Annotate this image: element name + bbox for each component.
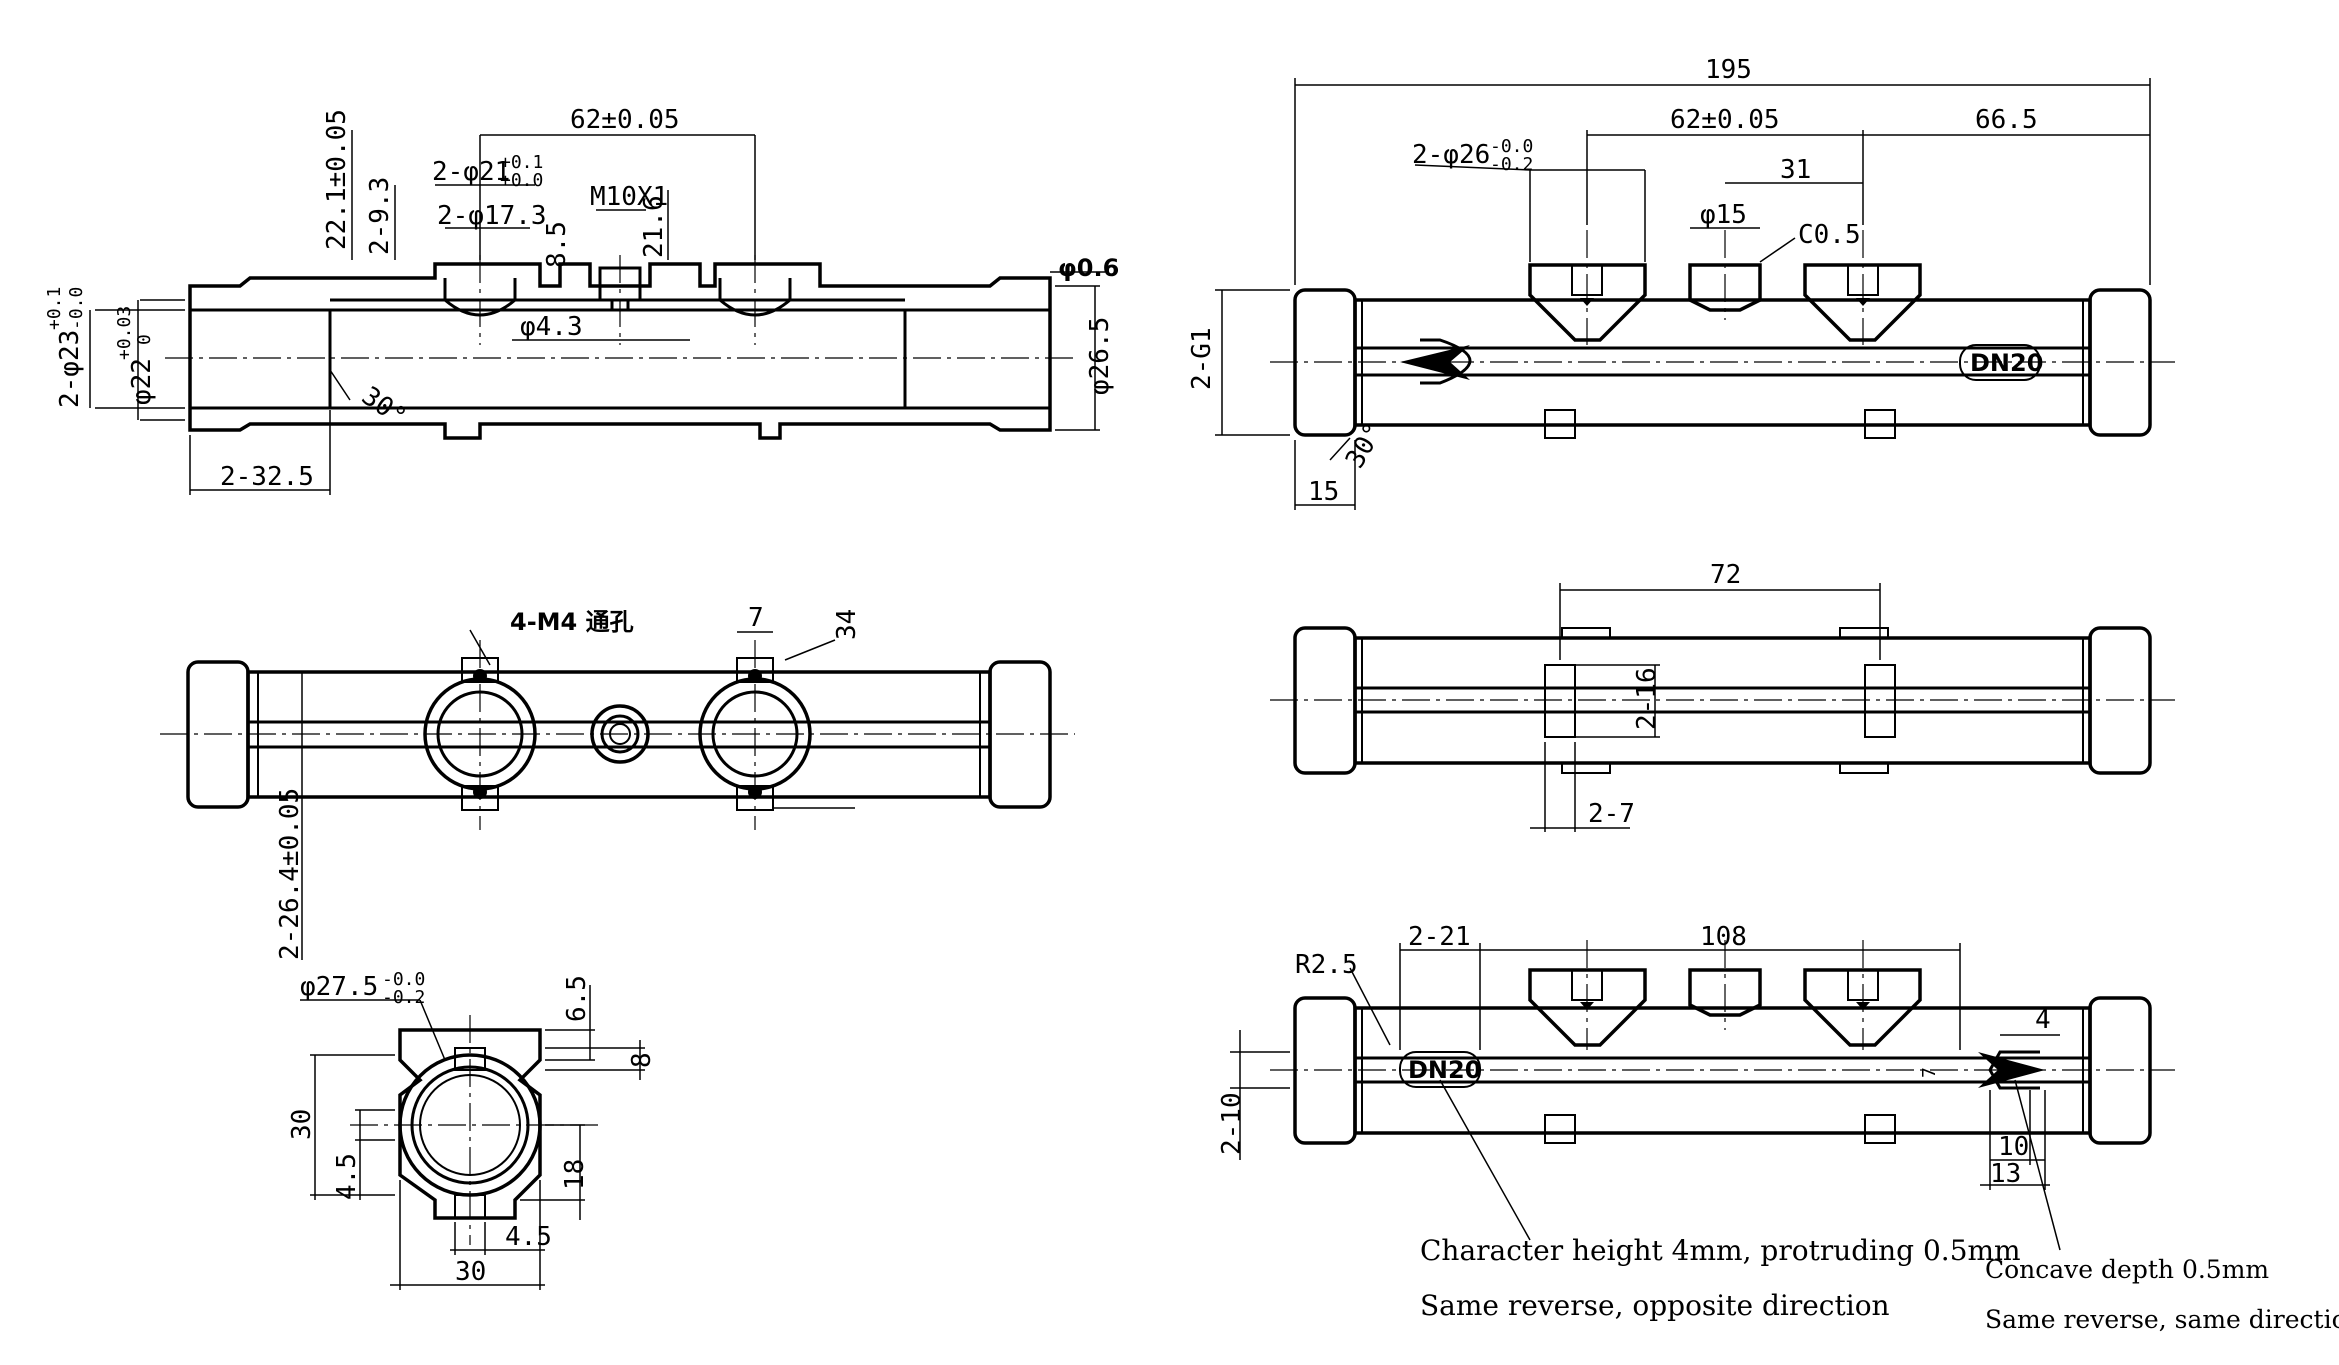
dim-thread-g-label: 2-G1 — [1187, 327, 1217, 390]
dim-16-label: 2-16 — [1632, 667, 1662, 730]
side-dim-r-label: R2.5 — [1295, 950, 1358, 980]
side-dim-7-label: 7 — [1919, 1067, 1940, 1078]
dim-15-label: 15 — [1308, 477, 1339, 507]
arrow-frame-left — [1420, 338, 1472, 385]
dn-label: DN20 — [1970, 349, 2043, 377]
tab-right — [1864, 409, 1896, 439]
side-dim-2-21-label: 2-21 — [1408, 922, 1471, 952]
dim-22-1-label: 22.1±0.05 — [322, 109, 352, 250]
dim-id-22-label: φ22 — [127, 358, 157, 405]
plan-dim-34-label: 34 — [832, 609, 862, 640]
dim-chamfer-label: C0.5 — [1798, 220, 1861, 250]
end-dim-dia-label: φ27.5 — [300, 972, 378, 1002]
svg-text:-0.0: -0.0 — [66, 287, 87, 330]
end-dim-18-label: 18 — [560, 1159, 590, 1190]
bottom-view: 72 2-16 2-7 — [1270, 560, 2175, 832]
side-cup-right — [1803, 968, 1922, 1047]
svg-text:-0.2: -0.2 — [382, 987, 425, 1008]
bottom-block-right — [1864, 664, 1896, 738]
dim-15dia-label: φ15 — [1700, 200, 1747, 230]
end-dim-30v-label: 30 — [287, 1109, 317, 1140]
note-same-direction: Same reverse, same direction — [1985, 1305, 2339, 1334]
dim-spacing-label: 62±0.05 — [1670, 105, 1780, 135]
top-view: DN20 195 62±0.05 66.5 2-φ26 -0.0 -0.2 31… — [1187, 55, 2175, 510]
svg-text:-0.0: -0.0 — [1490, 136, 1533, 157]
dim-thread-label: M10X1 — [590, 182, 668, 212]
dim-holes-label: 4-M4 通孔 — [510, 608, 634, 636]
dim-31-label: 31 — [1780, 155, 1811, 185]
flow-arrow-left-icon — [1400, 345, 1470, 380]
dim-72-label: 72 — [1710, 560, 1741, 590]
bottom-block-left — [1544, 664, 1576, 738]
end-dim-8-label: 8 — [627, 1052, 657, 1068]
dim-outer-label: φ26.5 — [1085, 317, 1115, 395]
plan-view: 4-M4 通孔 7 34 2-26.4±0.05 — [160, 603, 1075, 960]
pipe-outline — [188, 262, 1052, 440]
side-dim-4-label: 4 — [2035, 1005, 2051, 1035]
svg-text:+0.1: +0.1 — [44, 287, 65, 330]
dim-21-6-label: 21.6 — [639, 195, 669, 258]
dim-bore-21-label: 2-φ21 — [432, 157, 510, 187]
note-opposite-direction: Same reverse, opposite direction — [1420, 1289, 1890, 1322]
dim-total-label: 195 — [1705, 55, 1752, 85]
plan-dim-26-4-label: 2-26.4±0.05 — [275, 788, 305, 960]
svg-text:+0.0: +0.0 — [500, 170, 543, 191]
end-dim-6-5-label: 6.5 — [562, 975, 592, 1022]
end-dim-30h-label: 30 — [455, 1257, 486, 1287]
section-view: 30° 62±0.05 22.1±0.05 2-9.3 2-φ21 +0.1 +… — [44, 105, 1119, 495]
chamfer-line — [329, 369, 351, 401]
dim-hole-label: φ4.3 — [520, 312, 583, 342]
side-cup-mid — [1688, 968, 1762, 1017]
svg-text:0: 0 — [134, 334, 155, 345]
dim-chamfer-end-label: φ0.6 — [1058, 254, 1119, 282]
svg-text:-0.0: -0.0 — [382, 969, 425, 990]
top-cup-left — [1528, 263, 1647, 342]
dim-9-3-label: 2-9.3 — [365, 177, 395, 255]
side-cup-left — [1528, 968, 1647, 1047]
dim-2-7-label: 2-7 — [1588, 799, 1635, 829]
tab-left — [1544, 409, 1576, 439]
plan-dim-7-label: 7 — [748, 603, 764, 633]
dim-8-5-label: 8.5 — [542, 221, 572, 268]
dim-od-23-label: 2-φ23 — [55, 330, 85, 408]
side-dim-13-label: 13 — [1990, 1159, 2021, 1189]
svg-text:-0.2: -0.2 — [1490, 154, 1533, 175]
end-dim-4-5v-label: 4.5 — [332, 1153, 362, 1200]
dim-socket-depth-label: 2-32.5 — [220, 462, 314, 492]
dim-62-label: 62±0.05 — [570, 105, 680, 135]
end-view: φ27.5 -0.0 -0.2 6.5 8 30 4.5 18 4.5 30 — [287, 969, 657, 1290]
dim-right-label: 66.5 — [1975, 105, 2038, 135]
top-cup-mid — [1688, 263, 1762, 312]
side-dim-10-label: 10 — [1998, 1132, 2029, 1162]
side-dim-2-10-label: 2-10 — [1217, 1092, 1247, 1155]
dim-bore-17-label: 2-φ17.3 — [437, 201, 547, 231]
end-dim-4-5h-label: 4.5 — [505, 1222, 552, 1252]
top-cup-right — [1803, 263, 1922, 342]
dim-bore-26-label: 2-φ26 — [1412, 140, 1490, 170]
notes: Character height 4mm, protruding 0.5mm S… — [1420, 1234, 2339, 1334]
svg-text:+0.1: +0.1 — [500, 152, 543, 173]
side-dim-108-label: 108 — [1700, 922, 1747, 952]
svg-text:+0.03: +0.03 — [114, 306, 135, 360]
side-view: DN20 R2.5 2-21 108 4 7 2-10 10 13 — [1217, 922, 2175, 1251]
note-char-height: Character height 4mm, protruding 0.5mm — [1420, 1234, 2021, 1267]
note-concave-depth: Concave depth 0.5mm — [1985, 1255, 2269, 1284]
